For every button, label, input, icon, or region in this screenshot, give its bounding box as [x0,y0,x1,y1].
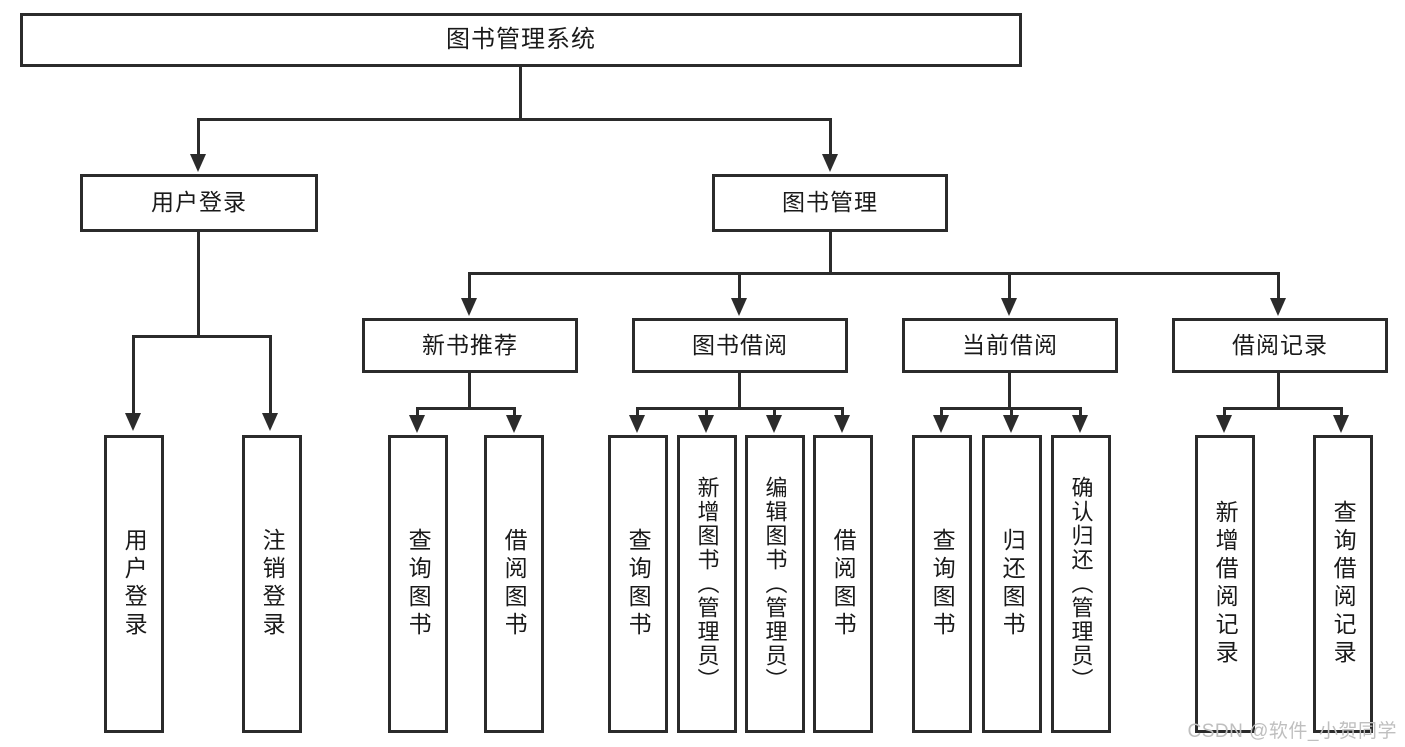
edge-borrow-record-stem [1277,373,1280,409]
arrowhead-current-borrow [1001,298,1017,316]
node-label: 查询图书 [405,528,432,640]
node-leaf-user-login[interactable]: 用户登录 [104,435,164,733]
node-label: 借阅图书 [830,528,857,640]
edge-current-borrow-stem [1008,373,1011,409]
edge-book-borrow-bus [636,407,843,410]
arrowhead-leaf-query-book-1 [409,415,425,433]
node-label: 查询图书 [929,528,956,640]
arrowhead-book-borrow [731,298,747,316]
arrowhead-leaf-query-book-2 [629,415,645,433]
edge-book-manage-drop-4 [1277,272,1280,300]
edge-new-book-rec-drop-1 [416,407,419,417]
arrowhead-leaf-add-record [1216,415,1232,433]
arrowhead-leaf-user-logout [262,413,278,431]
edge-current-borrow-drop-1 [940,407,943,417]
edge-root-to-book-manage [829,118,832,156]
node-leaf-borrow-book-1[interactable]: 借阅图书 [484,435,544,733]
node-new-book-rec[interactable]: 新书推荐 [362,318,578,373]
node-label: 图书管理系统 [446,25,596,53]
watermark-text: CSDN @软件_小贺同学 [1187,721,1397,742]
node-leaf-add-book[interactable]: 新增图书（管理员） [677,435,737,733]
arrowhead-leaf-return-book [1003,415,1019,433]
arrowhead-borrow-record [1270,298,1286,316]
edge-user-login-drop-2 [269,335,272,415]
node-label: 用户登录 [121,528,148,640]
edge-current-borrow-drop-2 [1010,407,1013,417]
edge-borrow-record-drop-1 [1223,407,1226,417]
node-label: 归还图书 [999,528,1026,640]
edge-borrow-record-bus [1223,407,1343,410]
node-label: 新增图书（管理员） [694,476,720,692]
node-leaf-query-book-1[interactable]: 查询图书 [388,435,448,733]
node-label: 注销登录 [259,528,286,640]
arrowhead-leaf-query-record [1333,415,1349,433]
node-leaf-return-book[interactable]: 归还图书 [982,435,1042,733]
edge-book-borrow-drop-4 [841,407,844,417]
node-book-manage[interactable]: 图书管理 [712,174,948,232]
node-leaf-query-book-2[interactable]: 查询图书 [608,435,668,733]
node-user-login[interactable]: 用户登录 [80,174,318,232]
edge-new-book-rec-drop-2 [513,407,516,417]
arrowhead-new-book-rec [461,298,477,316]
node-leaf-user-logout[interactable]: 注销登录 [242,435,302,733]
node-label: 图书管理 [782,189,878,216]
edge-book-manage-bus [468,272,1280,275]
node-label: 借阅记录 [1232,331,1328,358]
node-label: 借阅图书 [501,528,528,640]
edge-borrow-record-drop-2 [1340,407,1343,417]
arrowhead-leaf-edit-book [766,415,782,433]
arrowhead-leaf-confirm-return [1072,415,1088,433]
edge-book-manage-drop-1 [468,272,471,300]
edge-root-to-user-login [197,118,200,156]
node-root[interactable]: 图书管理系统 [20,13,1022,67]
node-label: 当前借阅 [962,331,1058,358]
edge-user-login-bus [132,335,272,338]
node-label: 查询图书 [625,528,652,640]
node-label: 用户登录 [151,189,247,216]
arrowhead-leaf-borrow-book-1 [506,415,522,433]
node-leaf-borrow-book-2[interactable]: 借阅图书 [813,435,873,733]
arrowhead-leaf-add-book [698,415,714,433]
node-label: 确认归还（管理员） [1068,476,1094,692]
edge-user-login-drop-1 [132,335,135,415]
arrowhead-book-manage [822,154,838,172]
edge-book-borrow-drop-2 [705,407,708,417]
arrowhead-leaf-user-login [125,413,141,431]
node-label: 编辑图书（管理员） [762,476,788,692]
edge-root-stem [519,67,522,121]
edge-new-book-rec-bus [416,407,516,410]
edge-current-borrow-drop-3 [1079,407,1082,417]
node-current-borrow[interactable]: 当前借阅 [902,318,1118,373]
edge-root-bus [197,118,832,121]
edge-book-borrow-drop-1 [636,407,639,417]
node-leaf-edit-book[interactable]: 编辑图书（管理员） [745,435,805,733]
edge-user-login-stem [197,232,200,336]
node-label: 新书推荐 [422,331,518,358]
arrowhead-leaf-query-book-3 [933,415,949,433]
arrowhead-user-login [190,154,206,172]
node-label: 图书借阅 [692,331,788,358]
node-borrow-record[interactable]: 借阅记录 [1172,318,1388,373]
edge-book-borrow-drop-3 [773,407,776,417]
node-leaf-confirm-return[interactable]: 确认归还（管理员） [1051,435,1111,733]
node-label: 查询借阅记录 [1330,500,1357,668]
edge-book-manage-stem [829,232,832,274]
node-leaf-query-book-3[interactable]: 查询图书 [912,435,972,733]
arrowhead-leaf-borrow-book-2 [834,415,850,433]
edge-book-borrow-stem [738,373,741,409]
edge-book-manage-drop-2 [738,272,741,300]
edge-new-book-rec-stem [468,373,471,409]
node-label: 新增借阅记录 [1212,500,1239,668]
node-book-borrow[interactable]: 图书借阅 [632,318,848,373]
node-leaf-query-record[interactable]: 查询借阅记录 [1313,435,1373,733]
node-leaf-add-record[interactable]: 新增借阅记录 [1195,435,1255,733]
edge-book-manage-drop-3 [1008,272,1011,300]
